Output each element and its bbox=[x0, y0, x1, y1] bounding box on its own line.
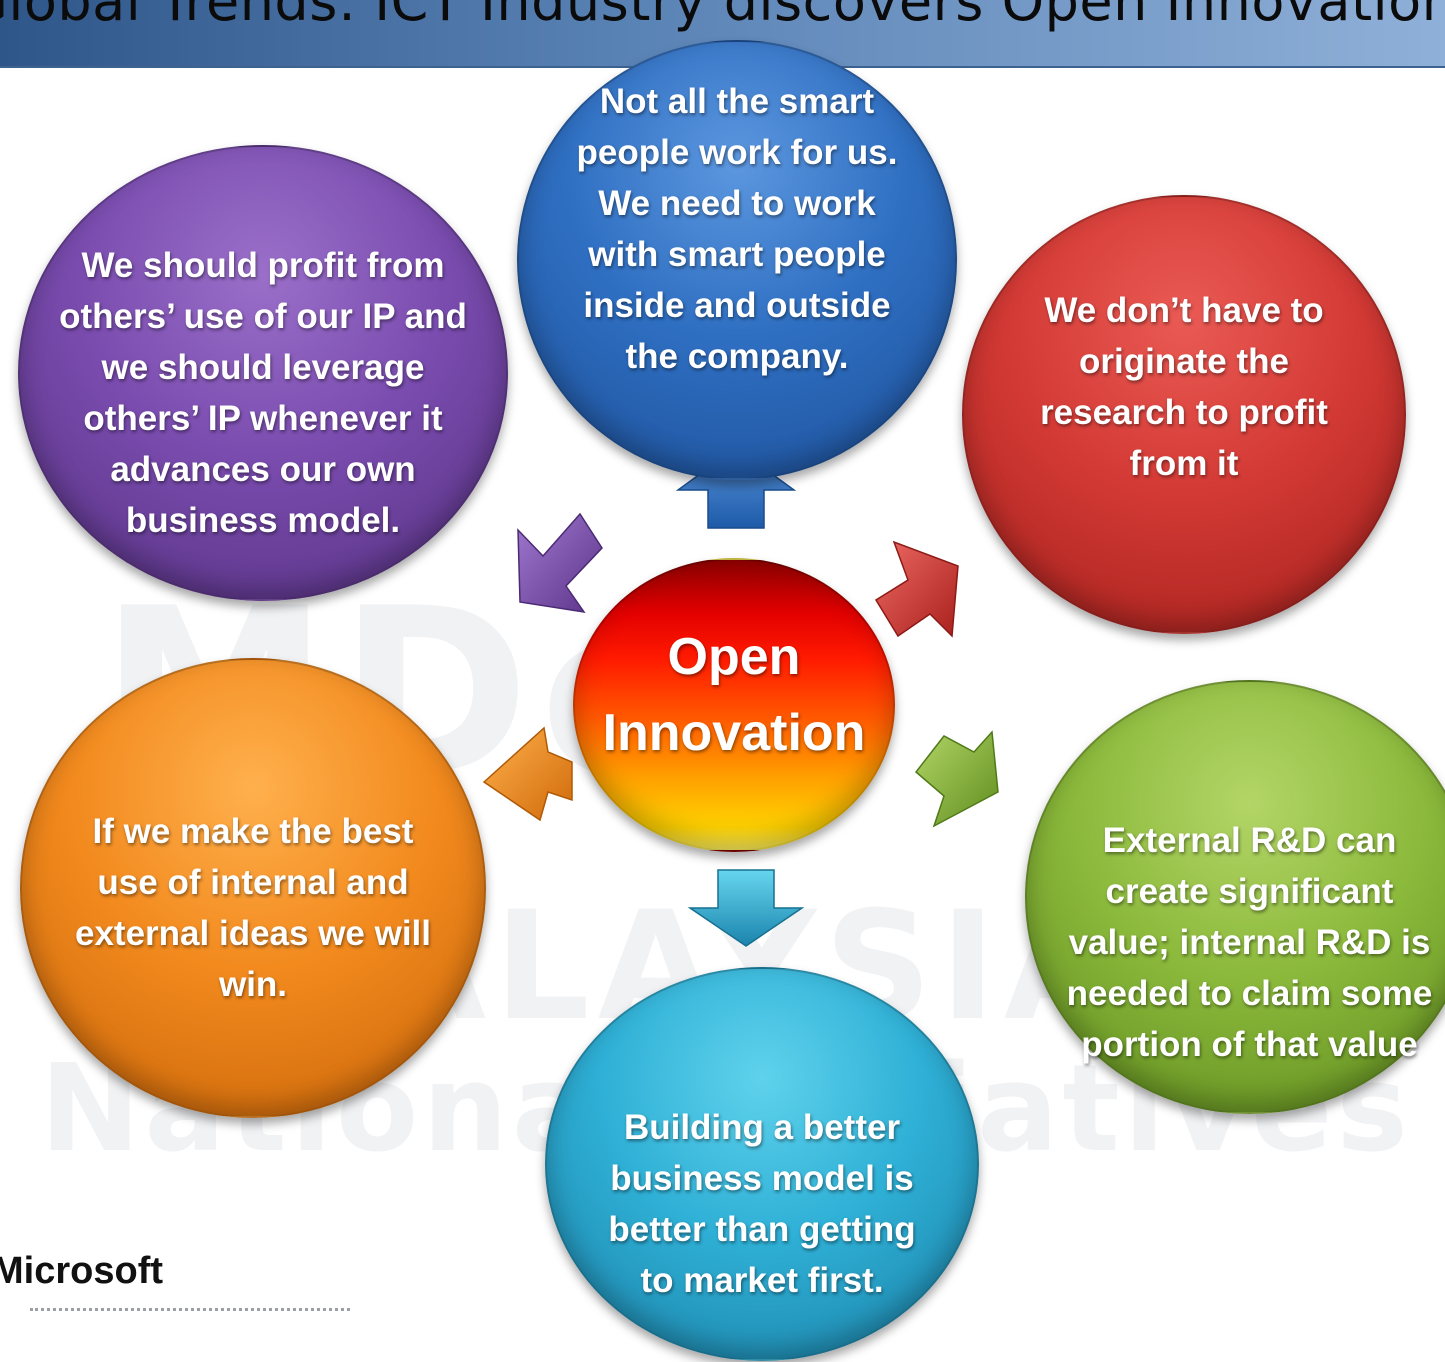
principle-ideas-text: If we make the best use of internal and … bbox=[75, 812, 431, 1004]
arrow-upright-red bbox=[874, 540, 959, 638]
arrow-down-cyan bbox=[687, 869, 805, 947]
principle-smart-people-bubble: Not all the smart people work for us. We… bbox=[517, 40, 957, 480]
hub-label-line2: Innovation bbox=[602, 704, 866, 762]
arrow-upleft-purple bbox=[517, 512, 603, 614]
source-underline bbox=[30, 1308, 350, 1315]
open-innovation-hub: Open Innovation bbox=[573, 558, 895, 852]
hub-label-line1: Open bbox=[667, 628, 801, 686]
principle-rnd-text: External R&D can create significant valu… bbox=[1066, 820, 1433, 1064]
principle-research-bubble: We don’t have to originate the research … bbox=[962, 195, 1406, 634]
principle-business-model-text: Building a better business model is bett… bbox=[608, 1108, 916, 1300]
principle-rnd-bubble: External R&D can create significant valu… bbox=[1025, 680, 1445, 1114]
principle-research-text: We don’t have to originate the research … bbox=[1040, 291, 1328, 483]
principle-smart-people-text: Not all the smart people work for us. We… bbox=[576, 82, 898, 376]
arrow-left-orange bbox=[482, 726, 573, 822]
source-label: Microsoft bbox=[0, 1250, 163, 1292]
open-innovation-label: Open Innovation bbox=[579, 619, 889, 771]
principle-ip-text: We should profit from others’ use of our… bbox=[59, 246, 467, 540]
slide-title: Global Trends: ICT Industry discovers Op… bbox=[0, 0, 1445, 33]
principle-ideas-bubble: If we make the best use of internal and … bbox=[20, 658, 486, 1118]
principle-ip-bubble: We should profit from others’ use of our… bbox=[18, 145, 508, 601]
arrow-right-green bbox=[914, 730, 999, 828]
principle-business-model-bubble: Building a better business model is bett… bbox=[545, 967, 979, 1361]
arrow-up-blue bbox=[675, 447, 797, 529]
